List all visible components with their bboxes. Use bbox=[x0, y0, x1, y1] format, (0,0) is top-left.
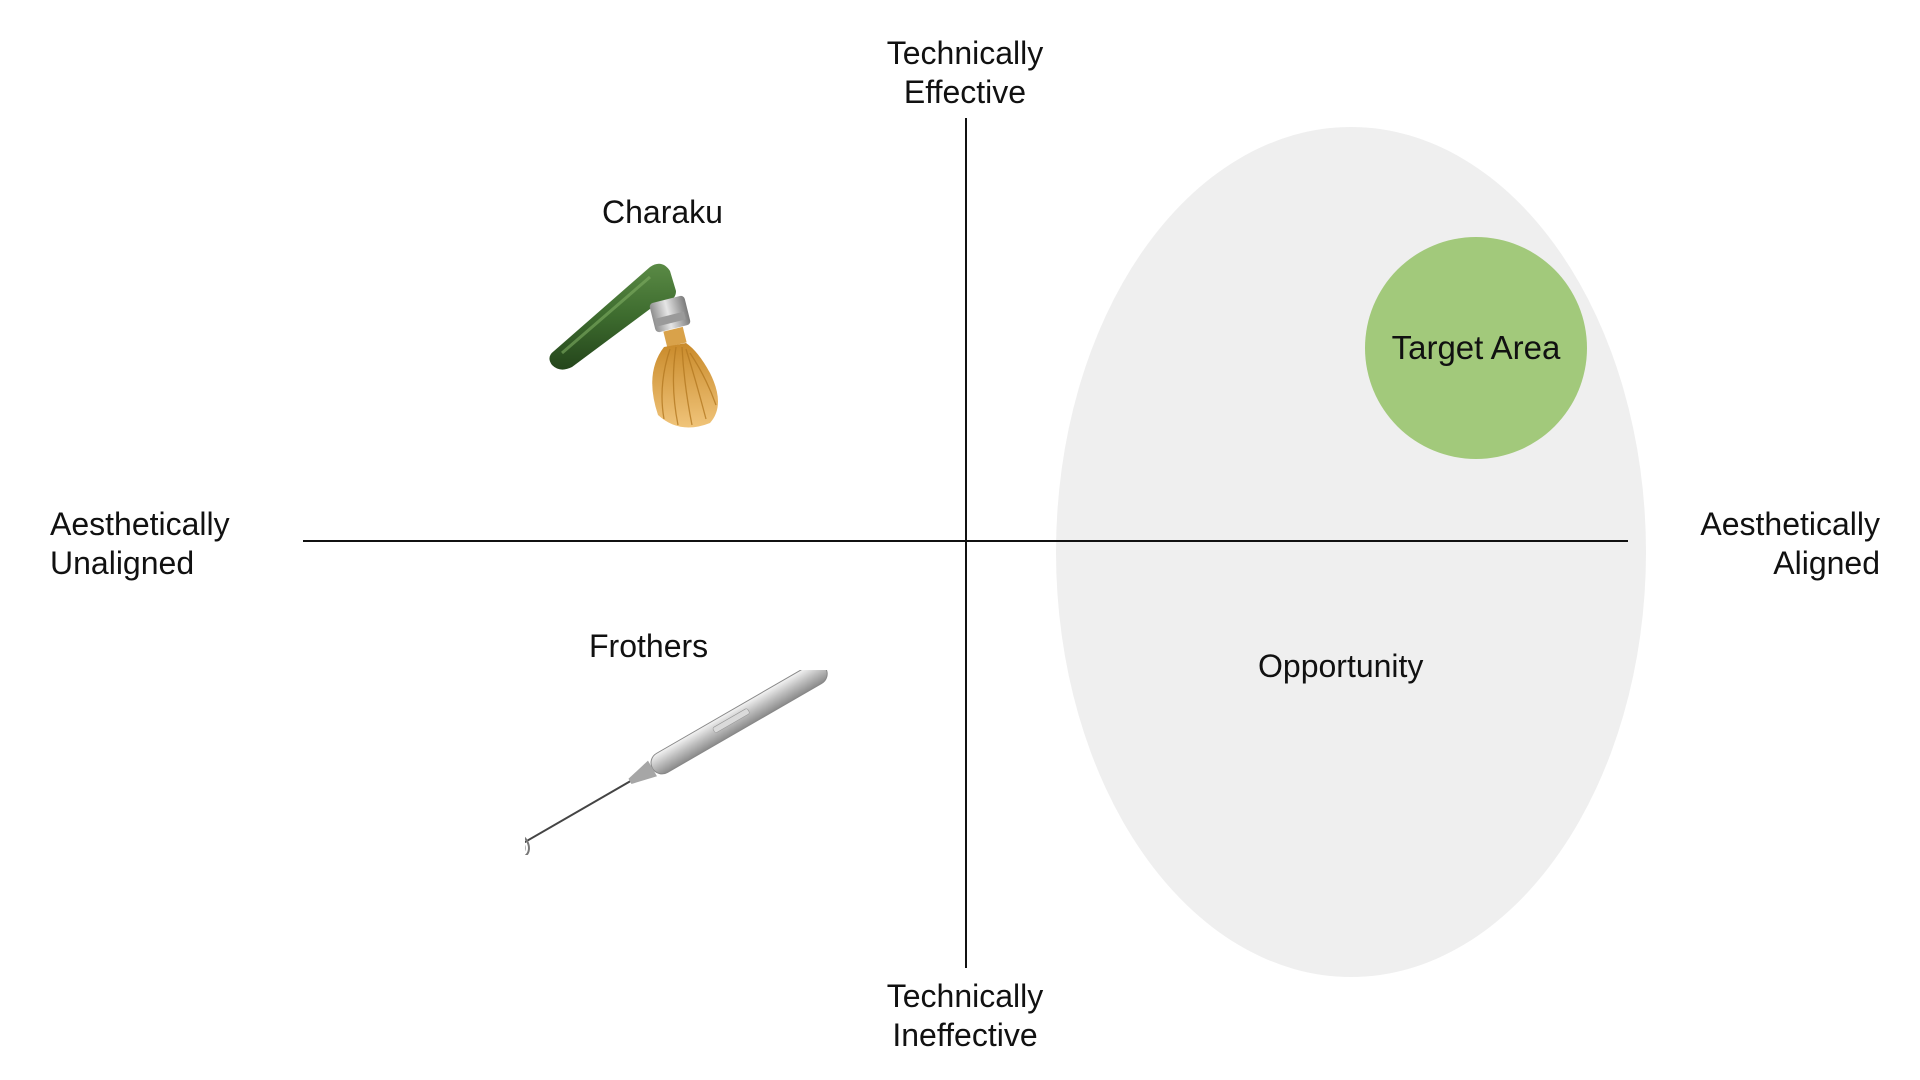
vertical-axis bbox=[965, 118, 967, 968]
axis-label-bottom: Technically Ineffective bbox=[886, 978, 1044, 1053]
charaku-label: Charaku bbox=[602, 194, 723, 230]
axis-label-left: Aesthetically Unaligned bbox=[50, 506, 230, 581]
axis-label-right: Aesthetically Aligned bbox=[1700, 506, 1880, 581]
frothers-label: Frothers bbox=[589, 628, 709, 664]
axis-label-top: Technically Effective bbox=[886, 35, 1044, 110]
opportunity-region bbox=[1056, 127, 1646, 977]
target-area-label: Target Area bbox=[1391, 329, 1561, 366]
opportunity-label: Opportunity bbox=[1258, 648, 1424, 684]
electric-matcha-whisk-icon bbox=[549, 263, 718, 428]
handheld-milk-frother-icon bbox=[525, 670, 828, 855]
target-area-region: Target Area bbox=[1365, 237, 1587, 459]
